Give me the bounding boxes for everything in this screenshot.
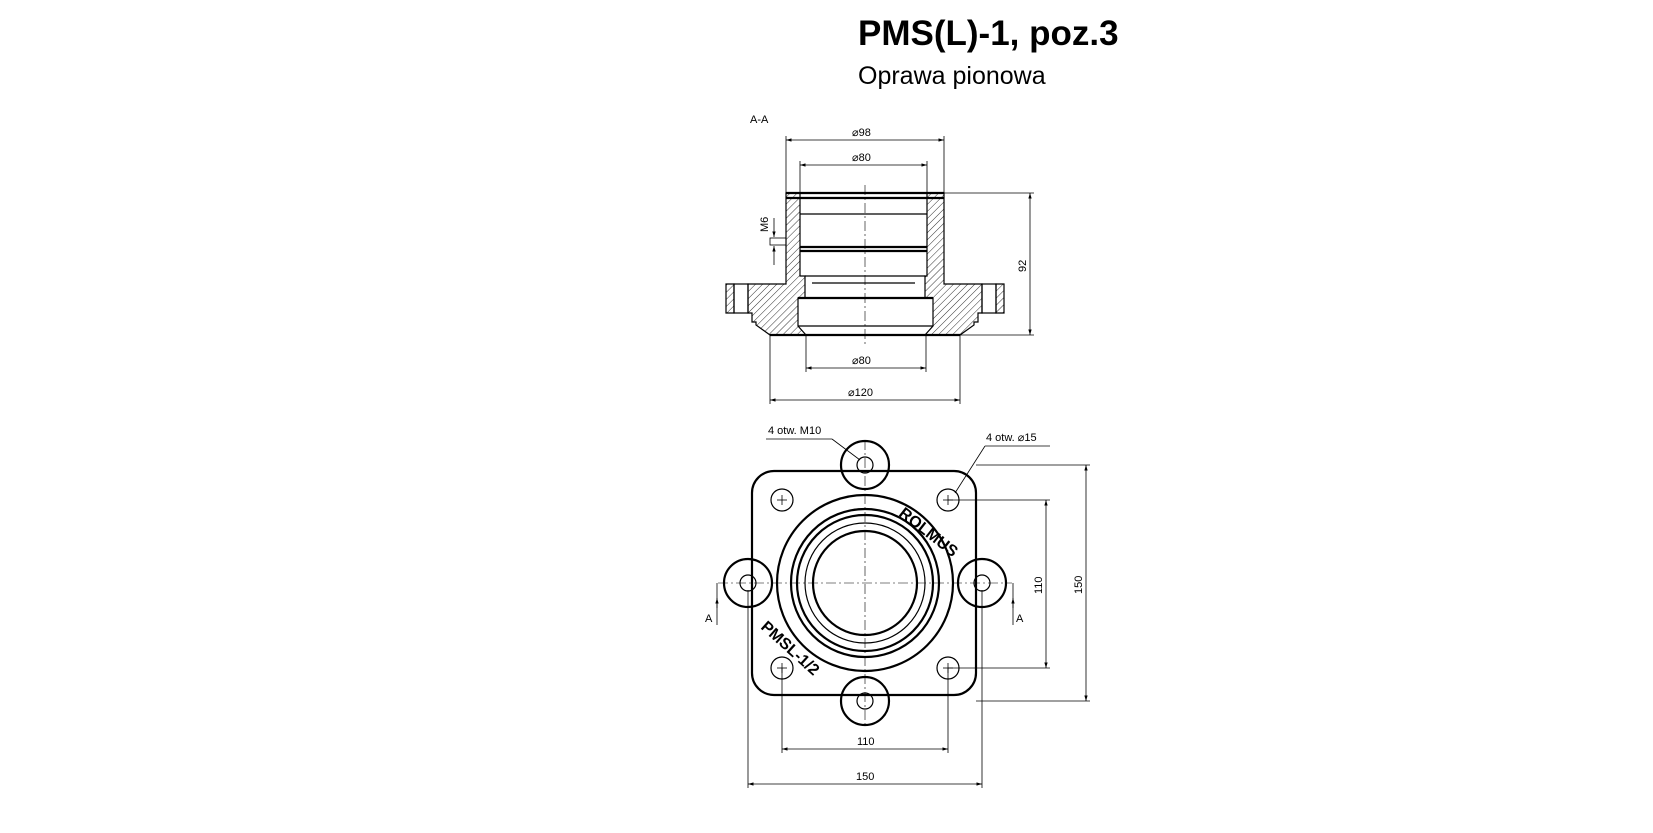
dim-d120: ⌀120 xyxy=(848,387,873,399)
dim-d80-top: ⌀80 xyxy=(852,152,871,164)
section-label: A-A xyxy=(750,114,769,126)
flange-left-tip xyxy=(725,283,735,314)
dim-h110: 110 xyxy=(857,736,875,748)
dim-h150: 150 xyxy=(856,771,874,783)
flange-right-tip xyxy=(995,283,1005,314)
dim-d98: ⌀98 xyxy=(852,127,871,139)
m6-thread-hole xyxy=(769,237,787,246)
dim-92: 92 xyxy=(1017,260,1029,272)
note-holes-m10: 4 otw. M10 xyxy=(768,425,821,437)
dim-m6: M6 xyxy=(759,217,771,232)
engraving-brand: ROLMUS xyxy=(896,505,961,561)
d15-hole-top-left xyxy=(770,488,794,512)
dim-v150: 150 xyxy=(1073,576,1085,594)
section-marker-right: A xyxy=(1016,613,1024,625)
plan-view: ROLMUS PMSL-1/2 A A 4 otw. M10 4 otw. ⌀1… xyxy=(705,425,1090,788)
note-holes-d15: 4 otw. ⌀15 xyxy=(986,432,1037,444)
flange-hole-left xyxy=(733,283,749,314)
flange-hole-right xyxy=(981,283,997,314)
left-wall-section xyxy=(747,192,808,336)
section-marker-left: A xyxy=(705,613,713,625)
section-view: A-A ⌀98 ⌀80 xyxy=(725,114,1034,404)
drawing-subtitle: Oprawa pionowa xyxy=(858,62,1046,90)
dim-v110: 110 xyxy=(1033,576,1045,594)
dim-d80-bottom: ⌀80 xyxy=(852,355,871,367)
drawing-title: PMS(L)-1, poz.3 xyxy=(858,14,1119,53)
right-wall-section xyxy=(923,192,983,336)
